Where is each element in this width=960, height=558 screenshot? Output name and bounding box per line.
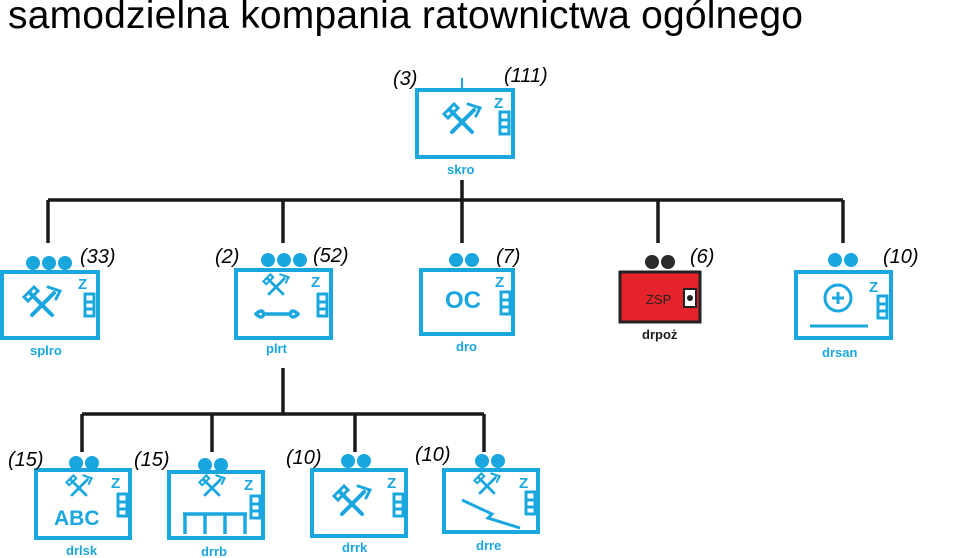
unit-drre: Z drre [442,468,540,553]
connector-socket-icon [876,294,889,320]
z-mark: Z [311,274,320,291]
count-label: (15) [134,449,170,471]
connector-socket-icon [499,290,512,316]
unit-label: splro [30,343,62,358]
count-label: (6) [690,246,714,268]
dot [341,454,355,468]
unit-label: drrb [201,544,227,558]
unit-label: dro [456,339,477,354]
unit-drsan: Z drsan [794,270,893,360]
unit-label: drrk [342,540,368,555]
unit-label: skro [447,162,475,177]
dot [42,256,56,270]
dot [491,454,505,468]
connector-socket-icon [83,292,96,318]
oc-text-icon: OC [445,287,481,314]
personnel-dots [341,454,371,468]
unit-dro: OC Z dro [419,268,515,354]
connector-socket-icon [392,492,405,518]
connector-socket-icon [316,292,329,318]
personnel-dots [645,255,675,269]
personnel-dots [828,253,858,267]
dot [198,458,212,472]
dot [214,458,228,472]
personnel-dots [475,454,505,468]
socket-dot [687,295,693,301]
unit-plrt: Z plrt [234,268,333,356]
count-label: (10) [415,444,451,466]
personnel-dots [449,253,479,267]
dot [58,256,72,270]
z-mark: Z [495,274,504,291]
count-label: (15) [8,449,44,471]
unit-label: drpoż [642,327,678,342]
count-label: (33) [80,246,116,268]
z-mark: Z [111,475,120,492]
connector-socket-icon [524,490,537,516]
unit-label: drsan [822,345,857,360]
unit-label: plrt [266,341,288,356]
connector-socket-icon [116,492,129,518]
count-label: (2) [215,246,239,268]
dot [357,454,371,468]
tools-scaffold-icon [183,512,247,534]
dot [85,456,99,470]
personnel-dots [69,456,99,470]
dot [844,253,858,267]
count-label: (10) [883,246,919,268]
unit-splro: Z splro [0,270,100,358]
page-title: samodzielna kompania ratownictwa ogólneg… [8,0,804,37]
count-label: (3) [393,68,417,90]
z-mark: Z [387,475,396,492]
unit-label: drlsk [66,543,98,558]
dot [828,253,842,267]
medical-cross-icon [823,283,853,313]
count-label: (10) [286,447,322,469]
z-mark: Z [244,477,253,494]
unit-drrk: Z drrk [310,468,408,555]
wrench-icon [254,309,300,319]
connector-socket-icon [498,110,511,136]
unit-label: drre [476,538,501,553]
personnel-dots [198,458,228,472]
count-label: (52) [313,245,349,267]
dot [293,253,307,267]
dot [261,253,275,267]
count-label: (111) [504,65,548,87]
abc-tools-icon: ABC [54,507,100,530]
z-mark: Z [519,475,528,492]
dot [449,253,463,267]
dot [69,456,83,470]
dot [661,255,675,269]
unit-drlsk: ABC Z drlsk [34,468,132,558]
unit-drrb: Z drrb [167,470,265,558]
z-mark: Z [78,276,87,293]
connector-lines [46,78,845,452]
tools-lightning-icon [461,498,521,530]
dot [465,253,479,267]
z-mark: Z [494,95,503,112]
dot [475,454,489,468]
personnel-dots [26,256,72,270]
unit-drpoz: ZSP drpoż [618,270,702,342]
dot [645,255,659,269]
dot [26,256,40,270]
count-label: (7) [496,246,520,268]
connector-socket-icon [249,494,262,520]
z-mark: Z [869,279,878,296]
unit-skro: Z skro [415,88,515,177]
dot [277,253,291,267]
personnel-dots [261,253,307,267]
zsp-fire-unit-icon: ZSP [646,292,671,307]
